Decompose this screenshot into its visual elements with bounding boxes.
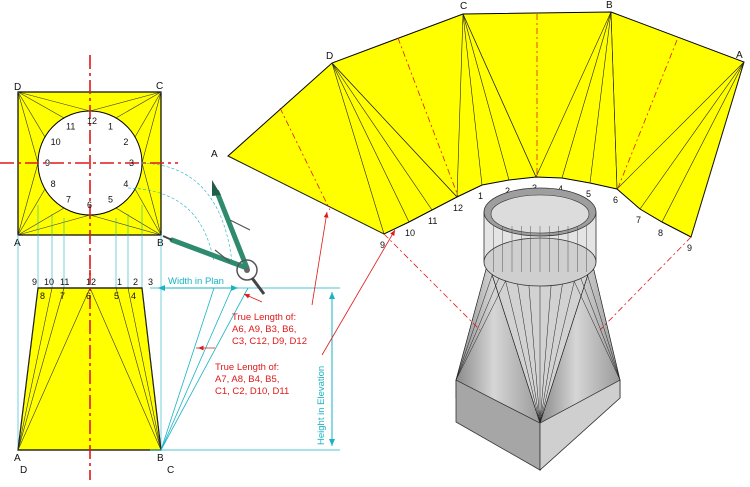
elev-bottom-number-5: 5 <box>114 291 119 301</box>
elev-corner-c: C <box>167 465 174 476</box>
true-length-1-line-3: C3, C12, D9, D12 <box>232 336 307 347</box>
height-in-elevation-label: Height in Elevation <box>316 366 327 445</box>
true-length-2-line-2: A7, A8, B4, B5, <box>215 374 279 385</box>
dev-number-11: 7 <box>636 215 641 225</box>
development-pattern: 9101112123456789 A D C B A <box>211 0 745 253</box>
true-length-1-line-1: True Length of: <box>232 312 296 323</box>
true-length-construction: Width in Plan Height in Elevation True L… <box>150 180 396 451</box>
plan-number-4: 4 <box>123 179 128 189</box>
elev-top-number-3: 3 <box>148 277 153 287</box>
elev-bottom-number-6: 6 <box>86 291 91 301</box>
dev-number-2: 10 <box>405 228 415 238</box>
elev-top-number-11: 11 <box>60 277 69 287</box>
plan-corner-c: C <box>156 81 163 92</box>
elev-top-number-10: 10 <box>44 277 54 287</box>
elev-bottom-number-4: 4 <box>131 291 136 301</box>
plan-number-9: 9 <box>45 158 50 168</box>
dev-corner-a-right: A <box>736 50 743 61</box>
dev-corner-c: C <box>460 1 467 12</box>
elev-top-number-2: 2 <box>133 277 138 287</box>
elev-bottom-number-8: 8 <box>40 291 45 301</box>
dev-number-9: 5 <box>586 189 591 199</box>
dev-number-13: 9 <box>687 243 692 253</box>
elev-top-number-1: 1 <box>117 277 122 287</box>
plan-number-2: 2 <box>123 137 128 147</box>
elev-corner-a: A <box>14 453 21 464</box>
true-length-note-1: True Length of:A6, A9, B3, B6,C3, C12, D… <box>232 312 307 347</box>
plan-number-5: 5 <box>108 194 113 204</box>
dev-number-10: 6 <box>613 195 618 205</box>
plan-corner-d: D <box>14 82 21 93</box>
true-length-2-line-1: True Length of: <box>215 362 279 373</box>
plan-number-7: 7 <box>66 194 71 204</box>
development-fold-lines <box>227 11 745 238</box>
dev-number-6: 2 <box>505 186 510 196</box>
plan-number-11: 11 <box>66 122 75 132</box>
elev-top-number-9: 9 <box>32 277 37 287</box>
development-seam-lines <box>279 14 678 211</box>
development-shape <box>227 11 745 238</box>
dev-number-4: 12 <box>453 203 463 213</box>
dev-corner-b: B <box>606 0 613 11</box>
plan-corner-a: A <box>14 238 21 249</box>
dev-number-3: 11 <box>428 216 437 226</box>
elev-top-number-12: 12 <box>86 277 96 287</box>
elev-corner-b: B <box>157 453 164 464</box>
dev-number-5: 1 <box>478 191 483 201</box>
plan-corner-b: B <box>157 238 164 249</box>
plan-number-10: 10 <box>51 137 61 147</box>
dev-corner-d: D <box>326 51 333 62</box>
plan-number-6: 6 <box>87 200 92 210</box>
elev-corner-d: D <box>20 465 27 476</box>
elevation-bottom-numbers: 8 7 6 5 4 <box>40 291 136 301</box>
plan-number-8: 8 <box>51 179 56 189</box>
elev-bottom-number-7: 7 <box>60 291 65 301</box>
true-length-note-2: True Length of:A7, A8, B4, B5,C1, C2, D1… <box>215 362 289 397</box>
compass-icon <box>162 180 266 295</box>
elevation-lines <box>17 287 162 451</box>
width-in-plan-label: Width in Plan <box>168 276 224 287</box>
dev-number-12: 8 <box>658 228 663 238</box>
dev-number-1: 9 <box>380 240 385 250</box>
projection-lines <box>17 162 233 450</box>
true-length-1-line-2: A6, A9, B3, B6, <box>232 324 296 335</box>
true-length-2-line-3: C1, C2, D10, D11 <box>215 386 289 397</box>
isometric-model <box>455 187 621 472</box>
plan-number-3: 3 <box>129 158 134 168</box>
plan-number-12: 12 <box>87 116 97 126</box>
dev-corner-a-left: A <box>211 149 218 160</box>
plan-triangulation-lines <box>17 91 162 236</box>
dev-number-8: 4 <box>558 184 563 194</box>
plan-number-1: 1 <box>108 122 113 132</box>
